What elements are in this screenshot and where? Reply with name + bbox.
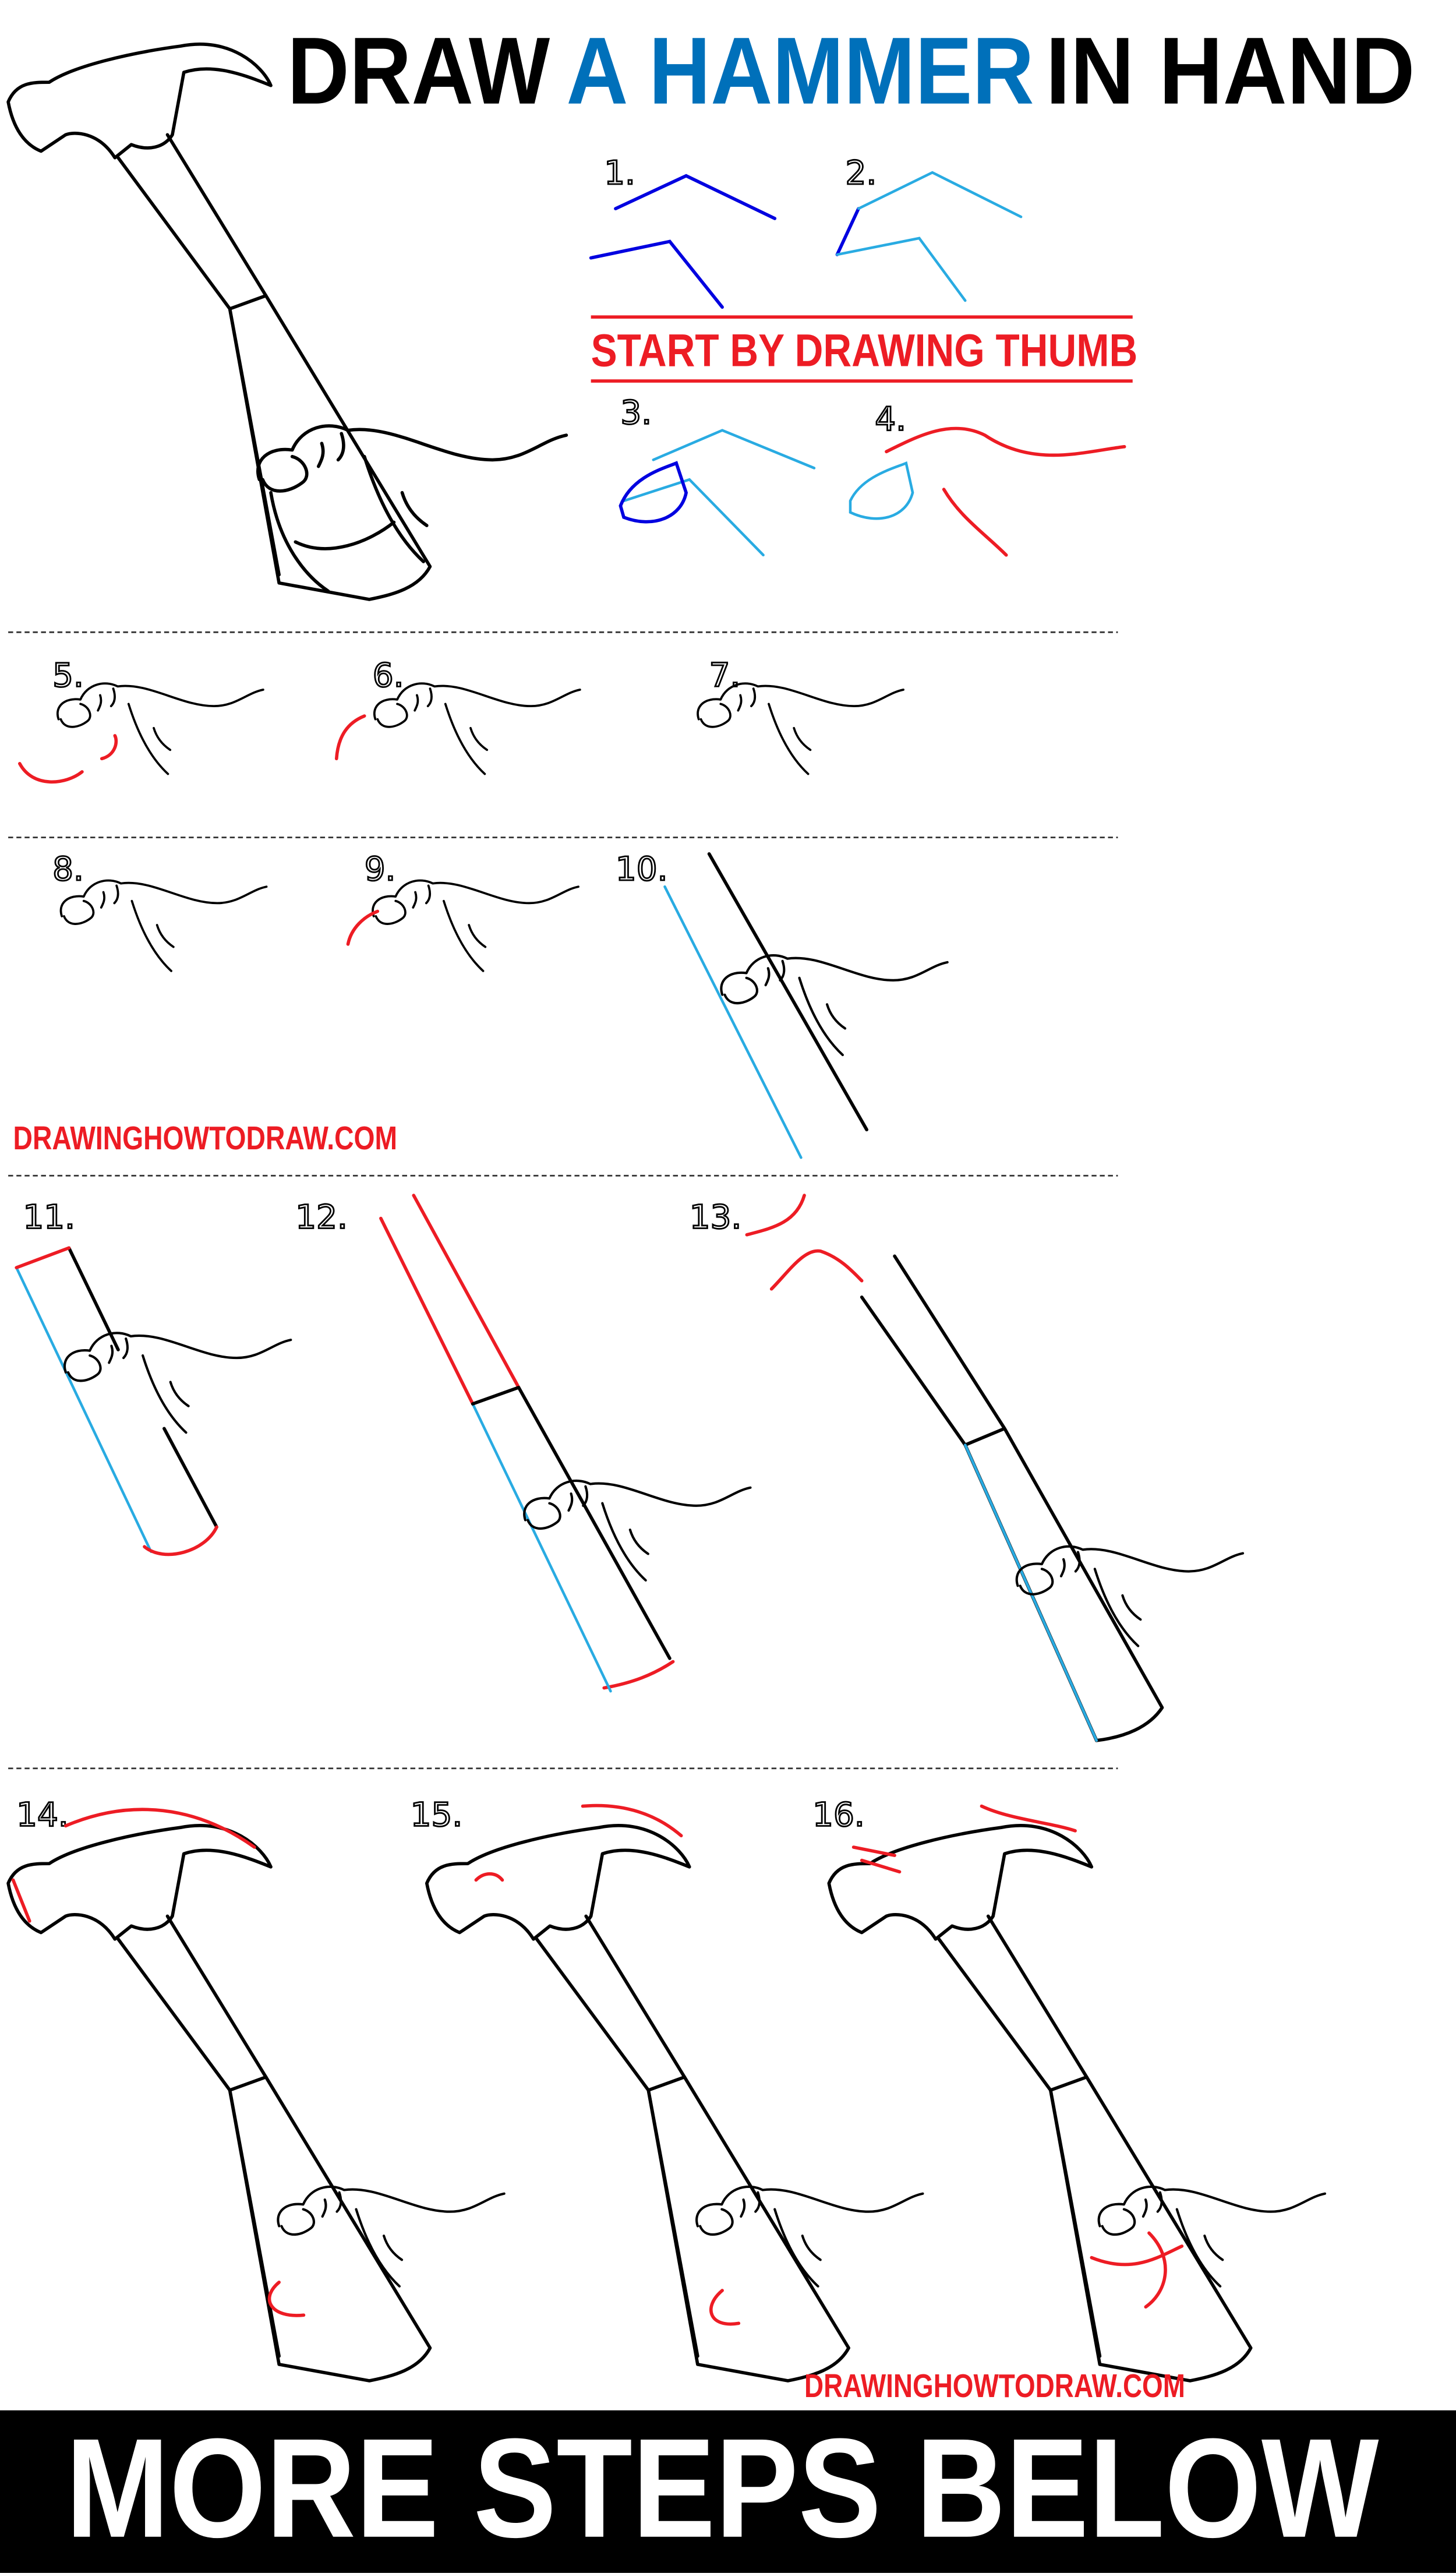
step-16-new-lines <box>851 1804 1077 1874</box>
step-13-hand <box>1017 1547 1243 1646</box>
step-11-guide-line <box>15 1266 153 1553</box>
step-14-new-lines <box>11 1808 256 1923</box>
step-11-grip-lines <box>67 1246 218 1529</box>
step-6-label: 6. <box>373 657 404 694</box>
title-a-hammer: A HAMMER <box>566 17 1034 124</box>
step-3-thumb-shape <box>619 461 688 524</box>
step-6-hand <box>374 683 580 774</box>
step-7-hand <box>698 683 903 774</box>
watermark-1: DRAWINGHOWTODRAW.COM <box>13 1120 398 1156</box>
step-4-label: 4. <box>875 401 906 439</box>
step-13-new-lines <box>745 1194 864 1291</box>
step-2-guide-lines <box>836 171 1023 302</box>
subtitle: START BY DRAWING THUMB <box>591 325 1138 376</box>
step-16-hammer <box>829 1826 1250 2381</box>
finished-hand <box>258 426 567 562</box>
watermark-2: DRAWINGHOWTODRAW.COM <box>804 2367 1185 2404</box>
step-16-label: 16. <box>812 1796 865 1834</box>
step-5-hand <box>58 683 263 774</box>
step-15-hammer <box>427 1826 849 2381</box>
step-2-label: 2. <box>846 154 877 192</box>
step-10-label: 10. <box>616 850 668 888</box>
title-draw: DRAW <box>287 17 550 124</box>
step-14-label: 14. <box>16 1796 69 1834</box>
step-12-label: 12. <box>295 1198 348 1236</box>
step-9-new-lines <box>346 909 380 946</box>
finished-hammer-drawing <box>8 44 566 599</box>
step-1-guide-lines <box>589 174 777 309</box>
step-10-handle-line <box>707 852 868 1132</box>
step-9-hand <box>373 880 578 970</box>
step-4-new-lines <box>885 426 1126 557</box>
step-5-new-lines <box>18 734 118 783</box>
footer-banner <box>0 2410 1456 2573</box>
step-14-hand <box>278 2187 504 2286</box>
step-15-new-lines <box>474 1803 683 1882</box>
step-6-new-lines <box>334 714 366 761</box>
step-12-guide-line <box>471 1402 612 1693</box>
step-4-thumb-shape <box>849 461 914 520</box>
finger-new-lines <box>267 2231 1184 2326</box>
title-in-hand: IN HAND <box>1045 17 1415 124</box>
hand-fingers <box>269 490 396 593</box>
step-2-new-line <box>835 207 860 256</box>
step-12-hand <box>524 1481 750 1580</box>
step-11-label: 11. <box>23 1198 75 1236</box>
step-13-guide-line <box>964 1443 1098 1742</box>
step-11-hand <box>65 1333 291 1432</box>
step-13-label: 13. <box>690 1198 742 1236</box>
finished-hammer <box>8 44 430 599</box>
step-5-label: 5. <box>52 657 84 694</box>
step-10-hand <box>721 955 947 1055</box>
step-8-label: 8. <box>52 850 84 888</box>
step-15-label: 15. <box>411 1796 463 1834</box>
step-12-new-lines <box>379 1194 675 1690</box>
step-15-hand <box>697 2187 923 2286</box>
step-1-label: 1. <box>604 154 635 192</box>
footer-text: MORE STEPS BELOW <box>66 2410 1379 2567</box>
step-9-label: 9. <box>365 850 396 888</box>
step-11-new-lines <box>15 1246 218 1556</box>
step-10-guide-line <box>663 885 803 1159</box>
step-16-hand <box>1099 2187 1325 2286</box>
step-13-hammer-handle <box>860 1254 1164 1742</box>
step-12-grip <box>471 1386 672 1660</box>
step-3-label: 3. <box>620 394 652 432</box>
step-8-hand <box>61 880 266 970</box>
step-14-hammer <box>8 1826 430 2381</box>
step-3-guide-lines <box>622 429 816 557</box>
step-7-label: 7. <box>709 657 741 694</box>
